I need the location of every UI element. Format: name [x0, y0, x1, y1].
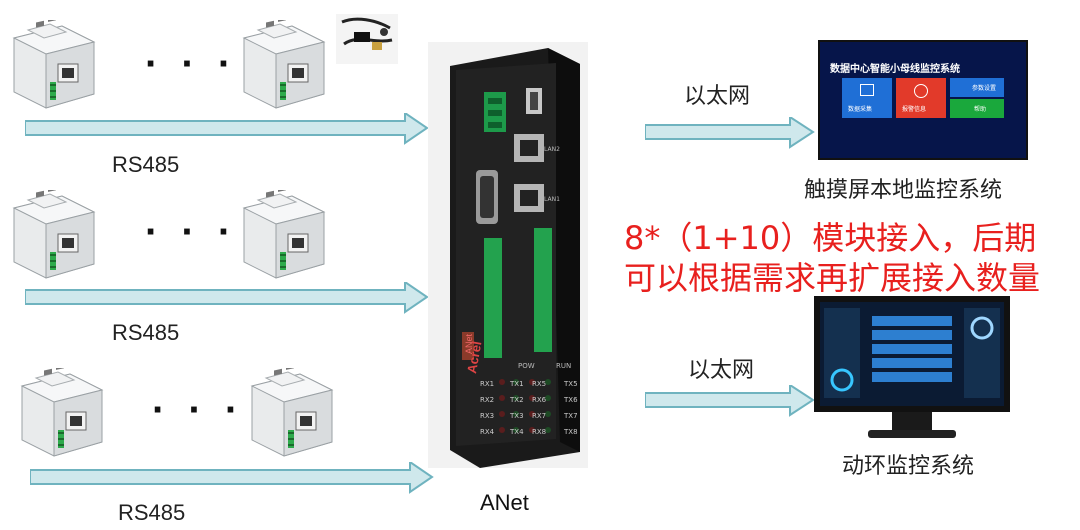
- led-label-rx3: RX3: [480, 412, 495, 420]
- ellipsis-row3: · · ·: [152, 388, 245, 432]
- label-touchscreen-system: 触摸屏本地监控系统: [804, 178, 1003, 203]
- meter-row2-right: [243, 190, 325, 279]
- label-rs485-row2: RS485: [112, 320, 180, 345]
- annotation-line2: 可以根据需求再扩展接入数量: [624, 259, 1041, 297]
- port-lan1: LAN1: [544, 196, 560, 203]
- tile-parameter-settings: 参数设置: [950, 78, 1004, 97]
- led-label-rx5: RX5: [532, 380, 547, 388]
- arrow-ethernet-bottom: [645, 385, 814, 416]
- led-label-rx4: RX4: [480, 428, 495, 436]
- port-lan2: LAN2: [544, 146, 560, 153]
- led-label-rx2: RX2: [480, 396, 495, 404]
- meter-row2-left: [13, 190, 95, 279]
- annotation-line1: 8*（1+10）模块接入，后期: [624, 219, 1037, 257]
- led-label-tx2: TX2: [510, 396, 524, 404]
- led-run: RUN: [556, 362, 572, 370]
- tile-help: 帮助: [950, 99, 1004, 118]
- led-label-tx5: TX5: [564, 380, 578, 388]
- arrow-rs485-row3: [30, 462, 433, 493]
- led-label-tx4: TX4: [510, 428, 524, 436]
- label-rs485-row1: RS485: [112, 152, 180, 177]
- tile-alarm-info: 报警信息: [896, 78, 946, 118]
- tile-data-collection: 数据采集: [842, 78, 892, 118]
- meter-row3-right: [251, 368, 333, 457]
- label-anet: ANet: [480, 490, 529, 515]
- ellipsis-row2: · · ·: [145, 210, 238, 254]
- led-label-tx8: TX8: [564, 428, 578, 436]
- led-label-rx8: RX8: [532, 428, 547, 436]
- ellipsis-row1: · · ·: [145, 42, 238, 86]
- led-label-tx6: TX6: [564, 396, 578, 404]
- label-env-monitor-system: 动环监控系统: [842, 454, 975, 479]
- touchscreen-display: 数据中心智能小母线监控系统 数据采集 报警信息 参数设置 帮助: [818, 40, 1028, 160]
- led-label-tx1: TX1: [510, 380, 524, 388]
- label-ethernet-bottom: 以太网: [688, 358, 755, 383]
- led-label-tx3: TX3: [510, 412, 524, 420]
- led-pow: POW: [518, 362, 535, 370]
- meter-row3-left: [21, 368, 103, 457]
- touchscreen-title: 数据中心智能小母线监控系统: [830, 64, 960, 75]
- device-model-badge: ANet: [464, 333, 474, 354]
- anet-gateway-device: Acrel ANet POW RUN LAN2 LAN1 RX1 RX2 RX3…: [428, 42, 588, 468]
- led-label-rx6: RX6: [532, 396, 547, 404]
- meter-row1-right: [243, 20, 325, 109]
- monitor-env-system: [814, 296, 1010, 438]
- label-rs485-row3: RS485: [118, 500, 186, 525]
- arrow-rs485-row2: [25, 282, 428, 313]
- led-label-tx7: TX7: [564, 412, 578, 420]
- arrow-rs485-row1: [25, 113, 428, 144]
- arrow-ethernet-top: [645, 117, 814, 148]
- meter-row1-left: [13, 20, 95, 109]
- cable-photo: [336, 14, 398, 64]
- led-label-rx1: RX1: [480, 380, 495, 388]
- led-label-rx7: RX7: [532, 412, 547, 420]
- label-ethernet-top: 以太网: [684, 84, 751, 109]
